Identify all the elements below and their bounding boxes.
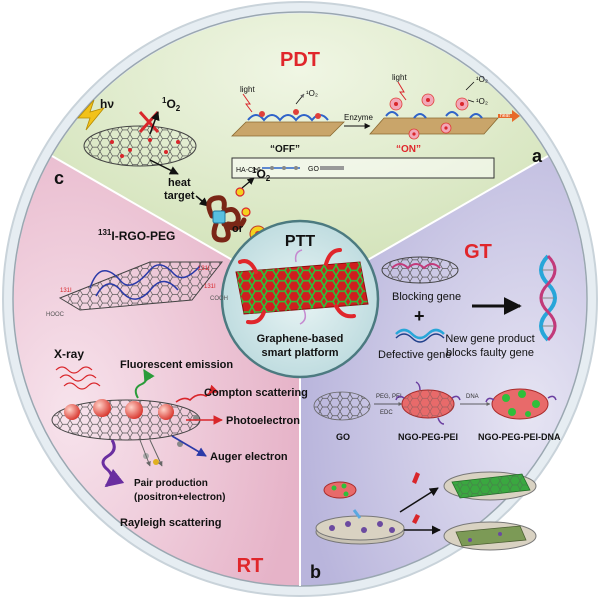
red-pipette-a: [412, 472, 420, 484]
ha-ce6-label: HA-Ce6: [236, 167, 261, 174]
panel-letter-a: a: [532, 146, 543, 166]
enzyme-o2-left: ¹O₂: [306, 89, 318, 98]
rgo-sheet: [58, 261, 224, 311]
go-sheet: [313, 391, 371, 421]
lightning-icon: [77, 99, 106, 131]
light-left-label: light: [240, 85, 255, 94]
iodine-label-a: 131I: [60, 288, 72, 294]
enzyme-label: Enzyme: [344, 113, 373, 122]
go-box-label: GO: [308, 166, 319, 173]
or-label: or: [232, 223, 244, 235]
pair-line1: Pair production: [134, 478, 208, 489]
enzyme-schematic: light ¹O₂ Enzyme heat light ¹O₂ ¹O₂: [231, 73, 520, 140]
go-label: GO: [336, 432, 350, 442]
panel-letter-c: c: [54, 168, 64, 188]
gt-title: GT: [464, 241, 492, 263]
center-title: PTT: [285, 233, 315, 250]
center-line1: Graphene-based: [257, 333, 344, 345]
fluorescent-label: Fluorescent emission: [120, 359, 233, 371]
polymer-target: [206, 195, 247, 243]
ha-ce6-box: [231, 157, 495, 179]
defective-gene-label: Defective gene: [378, 349, 451, 361]
rayleigh-arrow: [101, 439, 125, 488]
pdt-sheet-dots: [110, 138, 180, 158]
cooh-label: COOH: [210, 296, 228, 302]
hooc-label: HOOC: [46, 312, 65, 318]
target-o2-label: 1O2: [252, 166, 271, 183]
off-label: “OFF”: [270, 144, 300, 155]
rt-section: c 131I-RGO-PEG COOH HOOC 131I 131I 131I …: [46, 168, 308, 577]
dna-arrow-label: DNA: [466, 394, 479, 400]
pair-line2: (positron+electron): [134, 492, 225, 503]
center-line2: smart platform: [261, 347, 338, 359]
pair-arrow-a: [139, 439, 151, 467]
photoelectron-label: Photoelectron: [226, 415, 300, 427]
iodine-label-c: 131I: [204, 284, 216, 290]
auger-label: Auger electron: [210, 451, 288, 463]
new-gene-line2: blocks faulty gene: [446, 347, 534, 359]
rayleigh-label: Rayleigh scattering: [120, 517, 221, 529]
target-core: [212, 210, 226, 224]
cell-dish-top: [323, 481, 357, 499]
result-dish-plain: [443, 521, 537, 551]
peg-pei-label: PEG, PEI: [376, 394, 402, 400]
auger-arrow: [171, 435, 207, 457]
gt-section: GT Blocking gene + Defective gene New ge…: [310, 241, 561, 582]
singlet-oxygen-label: 1O2: [162, 96, 181, 113]
enzyme-o2-right-a: ¹O₂: [476, 75, 488, 84]
center-ptt: PTT Graphene-based smart platform: [220, 219, 380, 379]
blocking-gene-label: Blocking gene: [392, 291, 461, 303]
heat-target-line1: heat: [168, 177, 191, 189]
xray-waves: [55, 366, 101, 390]
pdt-title: PDT: [280, 49, 320, 71]
pdt-section: PDT hν 1O2 light ¹O₂ Enzyme: [77, 49, 543, 243]
cell-dish-bottom: [315, 509, 405, 545]
enzyme-o2-right-b: ¹O₂: [476, 97, 488, 106]
compton-label: Compton scattering: [204, 387, 308, 399]
panel-letter-b: b: [310, 562, 321, 582]
compton-arrow: [175, 384, 219, 403]
heat-target-line2: target: [164, 190, 195, 202]
rt-nanoparticles: [64, 399, 174, 420]
edc-label: EDC: [380, 410, 393, 416]
rt-title: RT: [237, 555, 264, 577]
on-label: “ON”: [396, 144, 421, 155]
hv-label: hν: [100, 97, 114, 111]
pdt-sector: [52, 13, 548, 300]
ngo-peg-pei-label: NGO-PEG-PEI: [398, 432, 458, 442]
dna-helix-icon: [539, 254, 557, 342]
defective-gene: [395, 328, 445, 340]
red-pipette-b: [412, 514, 420, 524]
light-right-label: light: [392, 73, 407, 82]
heat-label: heat: [500, 113, 510, 119]
xray-label: X-ray: [54, 347, 84, 361]
gt-graphene-sheet: [381, 256, 459, 284]
gt-plus: +: [414, 306, 425, 326]
pdt-arrow-up: [149, 111, 160, 135]
new-gene-line1: New gene product: [445, 333, 534, 345]
pair-arrow-b: [149, 439, 163, 467]
iodine-label-b: 131I: [198, 266, 210, 272]
ngo-peg-pei-dna-label: NGO-PEG-PEI-DNA: [478, 432, 561, 442]
rt-sector: [13, 156, 300, 586]
rgo-peg-label: 131I-RGO-PEG: [98, 228, 175, 243]
result-dish-green: [443, 471, 537, 501]
pdt-graphene-sheet: [83, 125, 197, 167]
fluorescent-arrow: [134, 368, 155, 399]
